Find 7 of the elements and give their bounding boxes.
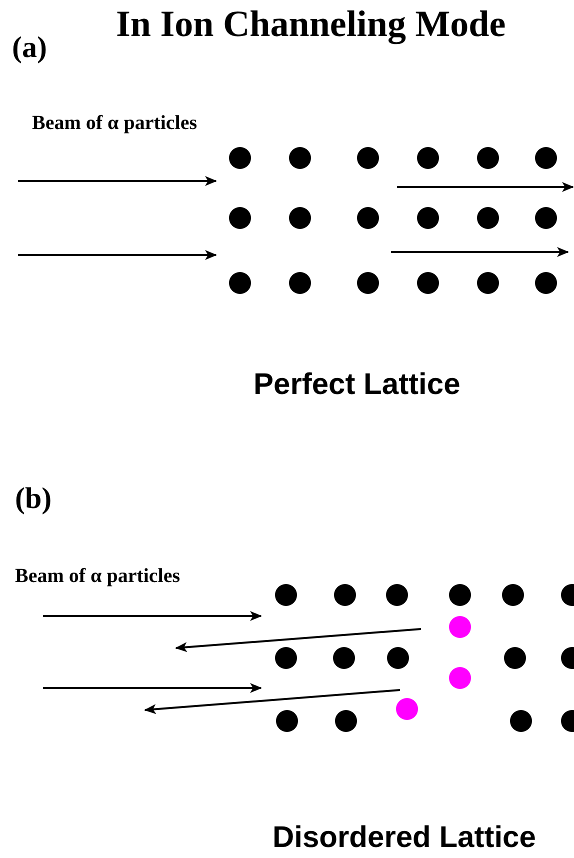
diagram-title: In Ion Channeling Mode bbox=[116, 6, 506, 43]
lattice-caption: Disordered Lattice bbox=[272, 823, 536, 853]
beam-label: Beam of α particles bbox=[15, 566, 180, 586]
beam-label: Beam of α particles bbox=[32, 113, 198, 133]
lattice-caption: Perfect Lattice bbox=[254, 370, 460, 400]
panel-label: (b) bbox=[15, 484, 52, 514]
panel-label: (a) bbox=[12, 33, 47, 63]
